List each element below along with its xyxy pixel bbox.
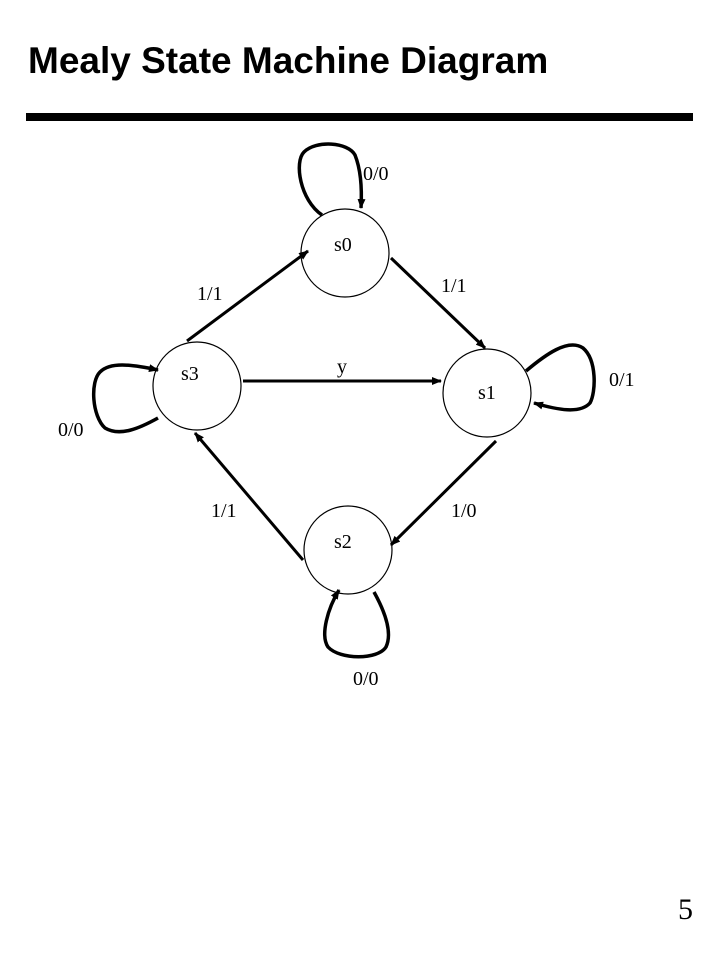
state-s2-label: s2 xyxy=(334,531,352,553)
transition-s3-s0-label: 1/1 xyxy=(197,283,223,305)
self-loop-s3: 0/0 xyxy=(58,363,159,441)
transition-s0-s1-arrow xyxy=(389,256,487,350)
state-s0: s0 xyxy=(300,208,390,298)
self-loop-s0-arrow xyxy=(297,142,366,217)
transition-s1-s2: 1/0 xyxy=(389,439,498,547)
self-loop-s2-label: 0/0 xyxy=(353,668,379,690)
page-number: 5 xyxy=(678,893,693,926)
self-loop-s0: 0/0 xyxy=(297,142,389,217)
slide-title: Mealy State Machine Diagram xyxy=(28,40,549,81)
state-s3-circle xyxy=(152,341,242,431)
transition-s3-s1-label: y xyxy=(337,356,347,378)
transition-s2-s3-arrow xyxy=(193,432,305,561)
state-s1-circle xyxy=(442,348,532,438)
self-loop-s2-arrow xyxy=(323,589,391,659)
transition-s2-s3: 1/1 xyxy=(193,432,305,561)
transition-s0-s1: 1/1 xyxy=(389,256,487,350)
self-loop-s1: 0/1 xyxy=(524,343,635,412)
self-loop-s0-label: 0/0 xyxy=(363,163,389,185)
transition-s3-s1: y xyxy=(243,356,442,385)
state-s3: s3 xyxy=(152,341,242,431)
transition-s1-s2-arrow xyxy=(389,439,498,547)
transition-s1-s2-label: 1/0 xyxy=(451,500,477,522)
state-s1: s1 xyxy=(442,348,532,438)
title-rule xyxy=(26,113,693,121)
state-s2-circle xyxy=(303,505,393,595)
self-loop-s1-label: 0/1 xyxy=(609,369,635,391)
transition-s2-s3-label: 1/1 xyxy=(211,500,237,522)
self-loop-s2: 0/0 xyxy=(323,589,391,690)
transition-s3-s0-arrow xyxy=(186,249,309,343)
self-loop-s3-label: 0/0 xyxy=(58,419,84,441)
self-loop-s3-arrow xyxy=(91,363,159,434)
state-s1-label: s1 xyxy=(478,382,496,404)
transition-s0-s1-label: 1/1 xyxy=(441,275,467,297)
state-s2: s2 xyxy=(303,505,393,595)
state-s3-label: s3 xyxy=(181,363,199,385)
transition-s3-s0: 1/1 xyxy=(186,249,309,343)
self-loop-s1-arrow xyxy=(524,343,596,412)
state-s0-label: s0 xyxy=(334,234,352,256)
